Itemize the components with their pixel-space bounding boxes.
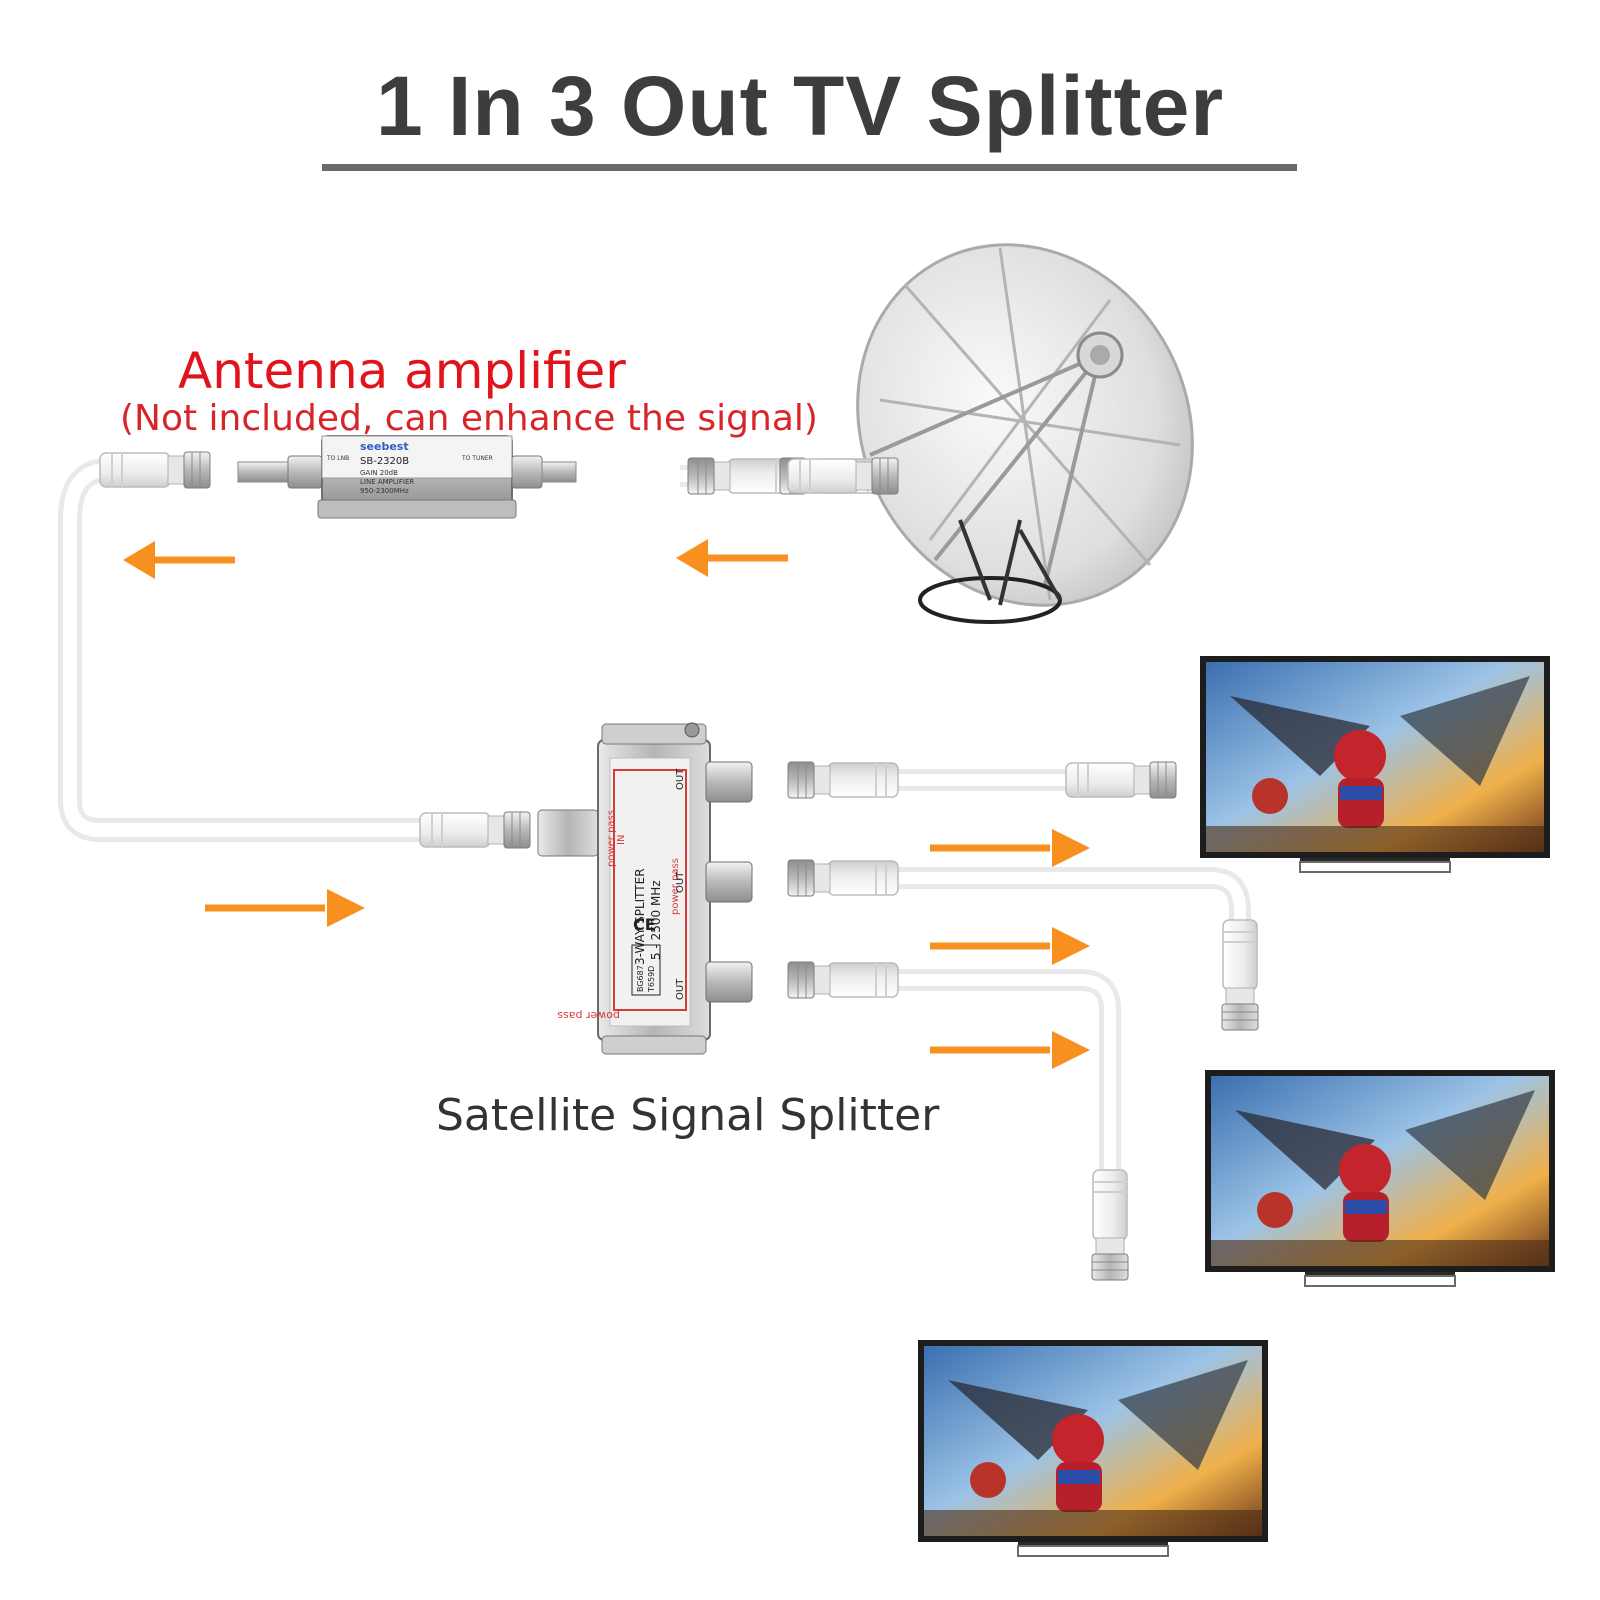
page-title: 1 In 3 Out TV Splitter [375, 59, 1225, 153]
tv-icon [1204, 1069, 1556, 1287]
cable-connector-icon [1065, 761, 1177, 799]
tv-icon [1199, 655, 1551, 873]
output-cable-3 [880, 969, 1121, 1180]
splitter-code-2: T659D [647, 966, 656, 993]
amp-spec-line: LINE AMPLIFIER [360, 478, 414, 486]
amp-port-left: TO LNB [326, 455, 349, 462]
amp-spec-line: GAIN 20dB [360, 469, 398, 477]
amp-spec-line: 950-2300MHz [360, 487, 409, 495]
arrow-icon [930, 1031, 1090, 1069]
amp-model: SB-2320B [360, 456, 409, 467]
cable-connector-icon [1221, 919, 1259, 1031]
output-cable-2 [880, 867, 1251, 935]
title-underline [322, 164, 1297, 171]
antenna-amplifier: seebest SB-2320B TO LNB TO TUNER GAIN 20… [99, 435, 899, 519]
amplifier-note: (Not included, can enhance the signal) [120, 398, 818, 439]
splitter-out-label-2: OUT [675, 871, 686, 893]
tv-icon [917, 1339, 1269, 1557]
amplifier-title: Antenna amplifier [178, 342, 626, 400]
splitter-power-pass-3: power pass [557, 1009, 620, 1022]
satellite-signal-splitter: 3-WAY SPLITTER 5 - 2500 MHz IN power pas… [419, 722, 899, 1055]
splitter-ce: CE [633, 915, 656, 934]
splitter-out-label-3: OUT [675, 978, 686, 1000]
amp-port-right: TO TUNER [461, 455, 493, 462]
splitter-freq: 5 - 2500 MHz [649, 880, 663, 960]
satellite-dish-icon [856, 243, 1194, 624]
splitter-code-1: BG687 [636, 965, 645, 992]
cable-connector-icon [1091, 1169, 1129, 1281]
arrow-icon [676, 539, 788, 577]
amp-brand: seebest [360, 440, 409, 453]
splitter-in-label: IN [616, 835, 627, 845]
arrow-icon [930, 829, 1090, 867]
splitter-caption: Satellite Signal Splitter [436, 1090, 940, 1141]
input-cable [58, 458, 432, 842]
splitter-out-label-1: OUT [675, 768, 686, 790]
arrow-icon [123, 541, 235, 579]
splitter-power-pass-1: power pass [606, 810, 617, 867]
splitter-label: 3-WAY SPLITTER [633, 868, 647, 965]
arrow-icon [930, 927, 1090, 965]
splitter-power-pass-2: power pass [670, 858, 681, 915]
arrow-icon [205, 889, 365, 927]
